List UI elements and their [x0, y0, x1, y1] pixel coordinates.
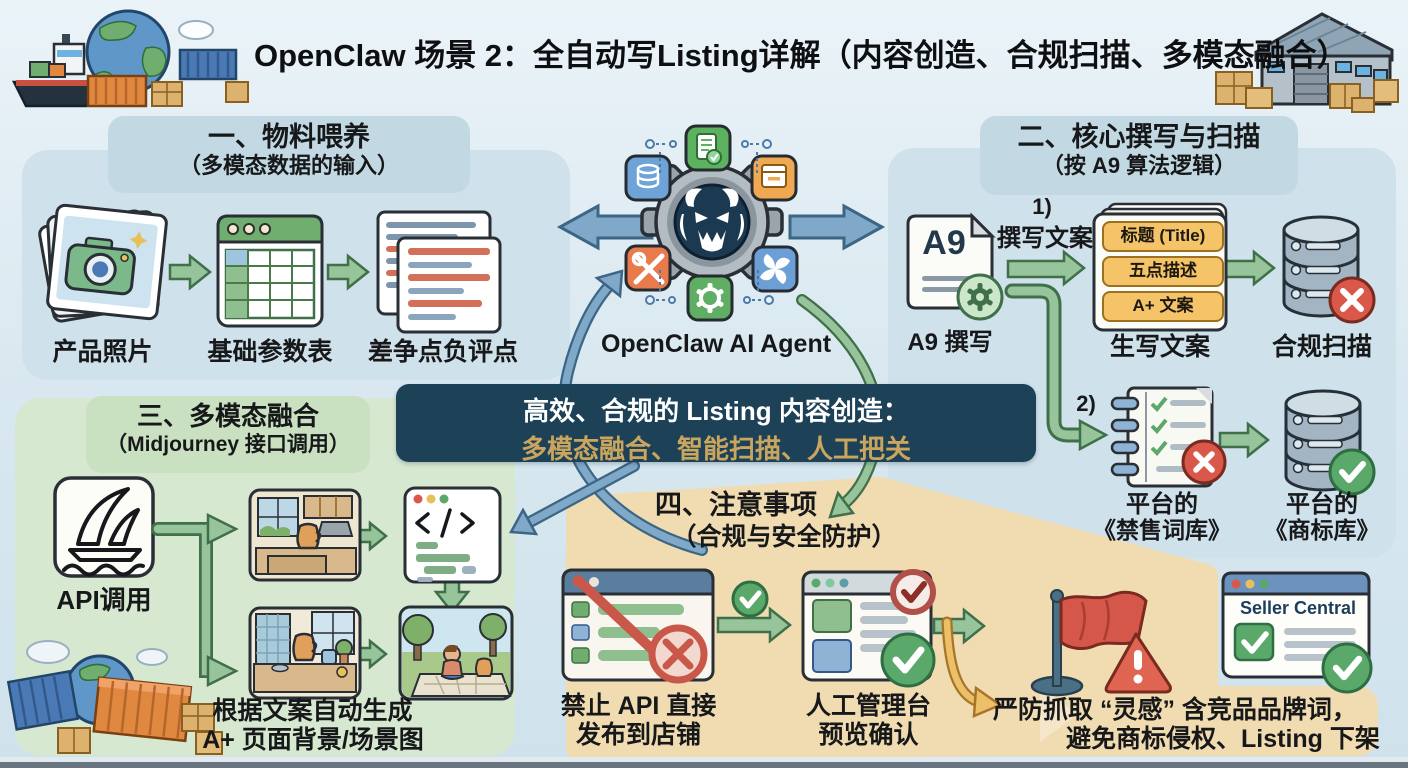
check-badge-small [731, 580, 769, 618]
fusion-title: 三、多模态融合 [136, 401, 319, 431]
openclaw-gear [640, 150, 784, 294]
step1-num: 1) [1032, 194, 1052, 219]
product-photos-icon [38, 203, 168, 323]
a9-label: A9 撰写 [907, 329, 993, 356]
kitchen-scene-2 [248, 606, 362, 700]
gear-icon [686, 274, 734, 322]
decor-containers-globe [6, 640, 223, 755]
warning-line1: 严防抓取 “灵感” 含竞品品牌词， [993, 696, 1357, 724]
materials-header: 一、物料喂养 （多模态数据的输入） [108, 116, 470, 193]
flow-arrow-blue-to-fusion [508, 460, 640, 536]
a9-doc-text: A9 [922, 224, 966, 262]
midjourney-sailboat-icon [53, 476, 155, 578]
fusion-subtitle: （Midjourney 接口调用） [106, 433, 350, 457]
trademark-label-2: 《商标库》 [1264, 517, 1380, 543]
banned-label-1: 平台的 [1126, 491, 1198, 518]
bottom-strip [0, 757, 1408, 768]
database-icon [624, 154, 672, 202]
package-icon [750, 154, 798, 202]
database-check-icon [1284, 389, 1376, 496]
parameter-table-icon [216, 214, 324, 328]
caution-item2-line2: 预览确认 [818, 721, 919, 749]
agent-tiles [624, 124, 799, 322]
caution-subtitle: （合规与安全防护） [671, 523, 897, 551]
step1-label: 撰写文案 [997, 225, 1093, 252]
writing-header: 二、核心撰写与扫描 （按 A9 算法逻辑） [980, 116, 1298, 195]
center-arrow-right [788, 203, 886, 251]
scan-label: 合规扫描 [1271, 333, 1372, 361]
reviews-docs-icon [376, 210, 502, 334]
materials-subtitle: （多模态数据的输入） [178, 153, 399, 179]
dashed-connectors [645, 139, 774, 305]
caution-item1-line2: 发布到店铺 [575, 721, 701, 749]
banned-label-2: 《禁售词库》 [1093, 517, 1231, 543]
database-x-icon [1282, 215, 1376, 324]
card-title: 标题 (Title) [1102, 221, 1224, 252]
caution-item2-line1: 人工管理台 [805, 692, 931, 720]
warning-line2: 避免商标侵权、Listing 下架 [1066, 725, 1380, 753]
card-aplus: A+ 文案 [1102, 291, 1224, 322]
seller-central-label: Seller Central [1240, 598, 1357, 618]
center-arrow-left [556, 203, 654, 251]
seller-central-window [1221, 571, 1373, 694]
label-parameter-table: 基础参数表 [207, 338, 333, 366]
card-bullets: 五点描述 [1102, 256, 1224, 287]
api-label: API调用 [56, 585, 152, 615]
page-title: OpenClaw 场景 2：全自动写Listing详解（内容创造、合规扫描、多模… [254, 38, 1348, 73]
browser-blocked-icon [561, 568, 715, 684]
writing-title: 二、核心撰写与扫描 [1017, 122, 1261, 152]
fusion-caption-1: 根据文案自动生成 [212, 697, 413, 725]
materials-title: 一、物料喂养 [208, 122, 370, 152]
banner-line1: 高效、合规的 Listing 内容创造： [523, 396, 909, 426]
label-reviews: 差争点负评点 [368, 338, 519, 366]
agent-label: OpenClaw AI Agent [600, 330, 832, 358]
label-product-photos: 产品照片 [52, 338, 153, 366]
doc-check-icon [684, 124, 732, 172]
banned-words-notebook-icon [1110, 386, 1227, 488]
decor-warehouse [1215, 12, 1399, 113]
kitchen-scene-1 [248, 488, 362, 582]
a9-doc-icon [906, 212, 1004, 321]
step2-num: 2) [1076, 391, 1096, 416]
orange-elbow-arrow [941, 616, 1003, 718]
fusion-caption-2: A+ 页面背景/场景图 [202, 726, 424, 754]
check-badge-small-mark [739, 590, 762, 609]
cards-label: 生写文案 [1109, 333, 1210, 361]
fusion-elbow-arrows [151, 512, 239, 688]
elbow-arrow-step2 [1004, 283, 1109, 452]
decor-ship-globe [11, 9, 249, 108]
small-green-arrows [168, 249, 1277, 670]
warning-triangle-icon [1104, 632, 1172, 694]
writing-subtitle: （按 A9 算法逻辑） [1041, 153, 1237, 179]
caution-item1-line1: 禁止 API 直接 [560, 692, 717, 720]
pinwheel-icon [751, 245, 799, 293]
red-flag-icon [1030, 589, 1148, 697]
picnic-scene [398, 605, 514, 701]
code-editor-icon [403, 486, 502, 584]
value-banner: 高效、合规的 Listing 内容创造： 多模态融合、智能扫描、人工把关 [396, 384, 1036, 464]
caution-title: 四、注意事项 [655, 490, 817, 520]
tools-icon [624, 244, 672, 292]
fusion-header: 三、多模态融合 （Midjourney 接口调用） [86, 396, 370, 473]
trademark-label-1: 平台的 [1286, 491, 1358, 518]
banner-line2: 多模态融合、智能扫描、人工把关 [520, 434, 911, 464]
browser-approved-icon [801, 569, 936, 688]
